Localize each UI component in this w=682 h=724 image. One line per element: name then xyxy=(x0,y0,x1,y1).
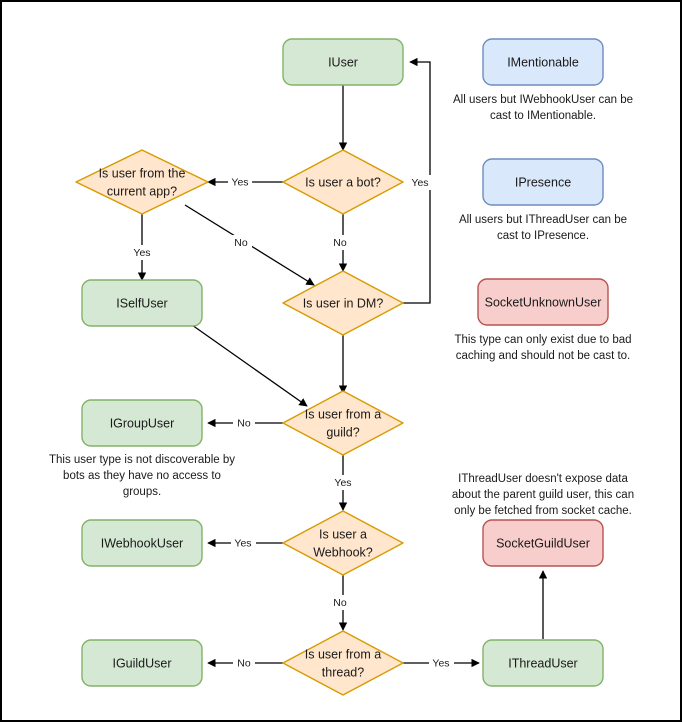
node-is-user-from-current-app-label-line1: Is user from the xyxy=(99,166,186,180)
edge-label-bg xyxy=(231,535,256,550)
note-socketunknownuser: This type can only exist due to bad cach… xyxy=(454,334,631,362)
node-socketguilduser-shape[interactable] xyxy=(482,519,604,567)
node-is-user-from-current-app-label-line2: current app? xyxy=(107,184,177,198)
node-iguilduser-shape[interactable] xyxy=(81,639,203,687)
node-socketguilduser-label: SocketGuildUser xyxy=(496,536,590,550)
node-iguilduser[interactable]: IGuildUser xyxy=(81,639,203,687)
note-igroupuser-line2: bots as they have no access to xyxy=(63,470,221,482)
node-ipresence-label: IPresence xyxy=(515,175,571,189)
node-ipresence[interactable]: IPresence xyxy=(482,158,604,206)
node-igroupuser-label: IGroupUser xyxy=(110,416,175,430)
edge-label-isbot-yes: Yes xyxy=(231,176,248,188)
edge-label-bg xyxy=(233,655,255,670)
edge-label-bg xyxy=(228,174,252,189)
edge-label-bg xyxy=(429,655,454,670)
node-iselfuser[interactable]: ISelfUser xyxy=(81,279,203,327)
node-socketguilduser[interactable]: SocketGuildUser xyxy=(482,519,604,567)
node-socketunknownuser-shape[interactable] xyxy=(477,278,609,326)
node-is-user-a-webhook-shape[interactable] xyxy=(282,510,404,576)
edge-iselfuser-to-isguild xyxy=(191,324,308,407)
node-iuser-label: IUser xyxy=(328,55,358,69)
note-ithreaduser-line3: only be fetched from socket cache. xyxy=(454,505,632,517)
edge-label-isthread-no: No xyxy=(237,657,251,669)
edge-label-bg xyxy=(233,415,255,430)
node-is-user-from-a-thread-label-line1: Is user from a xyxy=(305,647,381,661)
node-imentionable-label: IMentionable xyxy=(507,55,579,69)
node-is-user-a-webhook[interactable]: Is user a Webhook? xyxy=(282,510,404,576)
node-iuser[interactable]: IUser xyxy=(282,38,404,86)
node-ithreaduser-label: IThreadUser xyxy=(508,656,577,670)
edge-label-bg xyxy=(331,475,356,490)
node-iselfuser-label: ISelfUser xyxy=(116,296,167,310)
node-is-user-from-current-app[interactable]: Is user from the current app? xyxy=(75,149,209,215)
node-is-user-from-a-thread[interactable]: Is user from a thread? xyxy=(282,630,404,696)
node-is-user-a-bot[interactable]: Is user a bot? xyxy=(282,149,404,215)
node-is-user-from-current-app-shape[interactable] xyxy=(75,149,209,215)
note-ithreaduser-line2: about the parent guild user, this can xyxy=(452,489,634,501)
edge-label-isguild-yes: Yes xyxy=(334,477,351,489)
node-imentionable-shape[interactable] xyxy=(482,38,604,86)
node-is-user-from-a-thread-shape[interactable] xyxy=(282,630,404,696)
note-imentionable-line1: All users but IWebhookUser can be xyxy=(453,94,633,106)
node-is-user-in-dm-label: Is user in DM? xyxy=(303,296,384,310)
note-ipresence: All users but IThreadUser can be cast to… xyxy=(459,214,627,242)
node-iwebhookuser-shape[interactable] xyxy=(81,519,203,567)
node-is-user-a-bot-label: Is user a bot? xyxy=(305,175,381,189)
node-socketunknownuser[interactable]: SocketUnknownUser xyxy=(477,278,609,326)
note-socketunknownuser-line2: caching and should not be cast to. xyxy=(456,350,631,362)
edge-label-isdm-yes: Yes xyxy=(411,177,428,189)
edge-label-isguild-no: No xyxy=(237,417,251,429)
node-is-user-from-a-thread-label-line2: thread? xyxy=(322,665,364,679)
node-is-user-a-webhook-label-line2: Webhook? xyxy=(313,545,373,559)
node-is-user-from-a-guild-shape[interactable] xyxy=(282,390,404,456)
node-iselfuser-shape[interactable] xyxy=(81,279,203,327)
edge-label-bg xyxy=(130,245,155,260)
node-iwebhookuser[interactable]: IWebhookUser xyxy=(81,519,203,567)
note-socketunknownuser-line1: This type can only exist due to bad xyxy=(454,334,631,346)
edges-group: Is user from the current app? --> Yes Is… xyxy=(130,57,548,670)
node-ithreaduser-shape[interactable] xyxy=(482,639,604,687)
edge-label-currentapp-no: No xyxy=(234,237,248,249)
note-ithreaduser: IThreadUser doesn't expose data about th… xyxy=(452,473,634,517)
node-ipresence-shape[interactable] xyxy=(482,158,604,206)
node-is-user-a-webhook-label-line1: Is user a xyxy=(319,527,367,541)
node-igroupuser[interactable]: IGroupUser xyxy=(81,399,203,447)
node-imentionable[interactable]: IMentionable xyxy=(482,38,604,86)
edge-label-bg xyxy=(331,235,351,250)
node-iuser-shape[interactable] xyxy=(282,38,404,86)
note-igroupuser: This user type is not discoverable by bo… xyxy=(49,454,235,498)
node-is-user-from-a-guild[interactable]: Is user from a guild? xyxy=(282,390,404,456)
edge-label-iswebhook-no: No xyxy=(333,597,347,609)
note-igroupuser-line1: This user type is not discoverable by xyxy=(49,454,235,466)
note-igroupuser-line3: groups. xyxy=(123,486,161,498)
note-ipresence-line2: cast to IPresence. xyxy=(497,230,589,242)
node-is-user-in-dm-shape[interactable] xyxy=(282,270,404,336)
edge-label-bg xyxy=(331,595,351,610)
node-iwebhookuser-label: IWebhookUser xyxy=(101,536,183,550)
node-socketunknownuser-label: SocketUnknownUser xyxy=(485,295,602,309)
edge-label-currentapp-yes: Yes xyxy=(133,247,150,259)
edge-label-isbot-no: No xyxy=(333,237,347,249)
node-is-user-from-a-guild-label-line2: guild? xyxy=(326,425,359,439)
node-ithreaduser[interactable]: IThreadUser xyxy=(482,639,604,687)
node-igroupuser-shape[interactable] xyxy=(81,399,203,447)
edge-label-bg xyxy=(408,175,433,190)
edge-label-isthread-yes: Yes xyxy=(432,657,449,669)
node-iguilduser-label: IGuildUser xyxy=(112,656,171,670)
note-imentionable-line2: cast to IMentionable. xyxy=(490,110,596,122)
node-is-user-a-bot-shape[interactable] xyxy=(282,149,404,215)
note-imentionable: All users but IWebhookUser can be cast t… xyxy=(453,94,633,122)
edge-label-bg xyxy=(230,235,252,250)
note-ithreaduser-line1: IThreadUser doesn't expose data xyxy=(458,473,628,485)
note-ipresence-line1: All users but IThreadUser can be xyxy=(459,214,627,226)
edge-label-iswebhook-yes: Yes xyxy=(234,537,251,549)
node-is-user-from-a-guild-label-line1: Is user from a xyxy=(305,407,381,421)
node-is-user-in-dm[interactable]: Is user in DM? xyxy=(282,270,404,336)
